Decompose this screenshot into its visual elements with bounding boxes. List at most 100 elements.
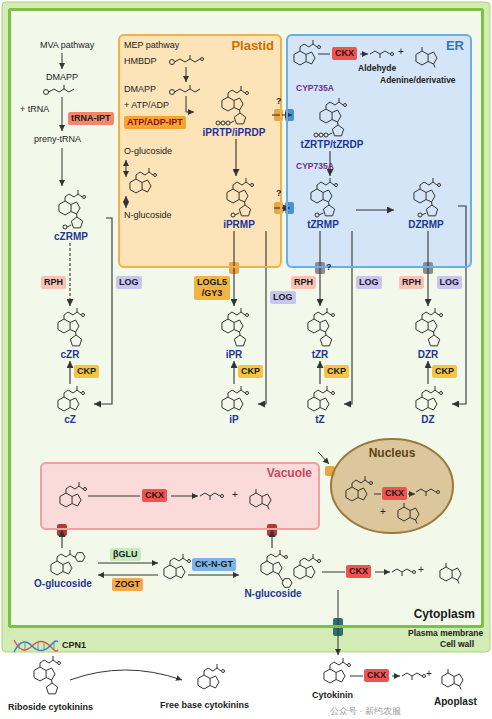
- enzyme-box: CKP: [432, 365, 457, 378]
- bond: [422, 312, 439, 319]
- bond: [246, 178, 247, 182]
- atom: [332, 392, 335, 395]
- atom: [58, 662, 61, 665]
- label-holder: Plasma membrane: [408, 629, 483, 639]
- annotation: Plasma membrane: [408, 628, 483, 638]
- annotation: O-glucoside: [124, 146, 172, 156]
- enzyme-box: CKP: [74, 365, 99, 378]
- bond: [70, 398, 79, 410]
- compound: N-glucoside: [240, 548, 306, 600]
- bond: [228, 90, 245, 97]
- bond: [320, 398, 329, 410]
- annotation: Cytokinin: [312, 690, 353, 700]
- atom: [44, 90, 49, 95]
- enzyme-name: CKX: [367, 670, 386, 681]
- annotation: + tRNA: [20, 104, 49, 114]
- bond: [239, 205, 250, 216]
- bond: [57, 554, 74, 561]
- bond: [239, 190, 248, 202]
- label-holder: Apoplast: [434, 696, 477, 708]
- compound: tZRTP/tZRDP: [292, 96, 372, 151]
- enzyme-box: tRNA-IPT: [68, 112, 114, 125]
- atom: [222, 670, 225, 673]
- atom: [335, 184, 338, 187]
- bond: [323, 190, 332, 202]
- arrow: [126, 160, 127, 177]
- label-holder: Cytokinin: [312, 690, 353, 700]
- bond: [64, 85, 65, 89]
- bond: [324, 669, 336, 683]
- transporters: [57, 109, 433, 636]
- reaction-arrow: [344, 231, 352, 404]
- compartment: ATP/ADP-IPTiPRTP/iPRDPiPRMPPlastidCKXtZR…: [8, 8, 484, 628]
- structure-icon: [296, 384, 344, 414]
- compound-name: cZRMP: [54, 231, 88, 243]
- bond: [66, 486, 83, 493]
- annotation: +: [398, 46, 404, 57]
- bond: [234, 320, 243, 332]
- reaction-arrow: [69, 243, 70, 306]
- enzyme-box: CK-N-GT: [192, 558, 236, 571]
- bond: [434, 64, 436, 68]
- bond: [77, 386, 78, 390]
- enzyme-name: LOG: [119, 277, 139, 288]
- label-holder: Free base cytokinins: [160, 700, 249, 710]
- bond: [330, 662, 347, 669]
- bond: [422, 47, 423, 51]
- reaction-arrow: [356, 209, 394, 210]
- label-holder: Adenine/derivative: [380, 76, 456, 86]
- reaction-arrow: [272, 114, 292, 115]
- arrow: [70, 670, 182, 680]
- bond: [176, 566, 185, 578]
- bond: [402, 572, 403, 576]
- enzyme-box: ZOGT: [112, 578, 143, 591]
- bond: [204, 668, 221, 675]
- enzyme-name: LOG: [273, 292, 293, 303]
- structure-icon: [42, 306, 98, 349]
- bond: [330, 178, 331, 182]
- enzyme-box: CKP: [238, 365, 263, 378]
- bond: [426, 492, 427, 496]
- structure-icon: [400, 306, 456, 349]
- bond: [446, 563, 447, 567]
- compartment-label: Vacuole: [267, 466, 312, 480]
- bond: [46, 683, 57, 694]
- bond: [398, 507, 410, 521]
- bond: [343, 658, 344, 662]
- bond: [422, 390, 439, 397]
- arrow: [375, 572, 390, 573]
- arrow: [392, 676, 400, 677]
- nucleus-ground: [330, 438, 454, 534]
- label-holder: Plastid: [231, 38, 274, 53]
- bond: [442, 673, 454, 687]
- bond: [198, 675, 210, 689]
- bond: [234, 335, 245, 346]
- bond: [428, 320, 437, 332]
- compound-name: DZ: [421, 414, 434, 426]
- compound-name: tZRTP/tZRDP: [301, 139, 364, 151]
- compound: iPRMP: [204, 176, 274, 231]
- annotation: MVA pathway: [40, 40, 94, 50]
- bond: [358, 488, 367, 500]
- atom: [319, 133, 323, 137]
- label-holder: +: [418, 564, 424, 576]
- annotation: +: [380, 506, 386, 517]
- bond: [78, 190, 79, 194]
- label-holder: ?: [276, 188, 282, 198]
- compound: cZR: [42, 306, 98, 361]
- atom: [216, 121, 220, 125]
- arrow: [98, 575, 158, 576]
- label-holder: CYP735A: [296, 84, 334, 94]
- annotation: Aldehyde: [358, 63, 396, 73]
- bond: [222, 319, 234, 333]
- atom: [63, 225, 67, 229]
- structure-icon: [46, 384, 94, 414]
- annotation: MEP pathway: [124, 40, 179, 50]
- bond: [190, 85, 191, 89]
- reaction-arrow: [69, 361, 70, 384]
- annotation: + ATP/ADP: [124, 100, 169, 110]
- bond: [422, 213, 426, 215]
- bond: [313, 40, 314, 44]
